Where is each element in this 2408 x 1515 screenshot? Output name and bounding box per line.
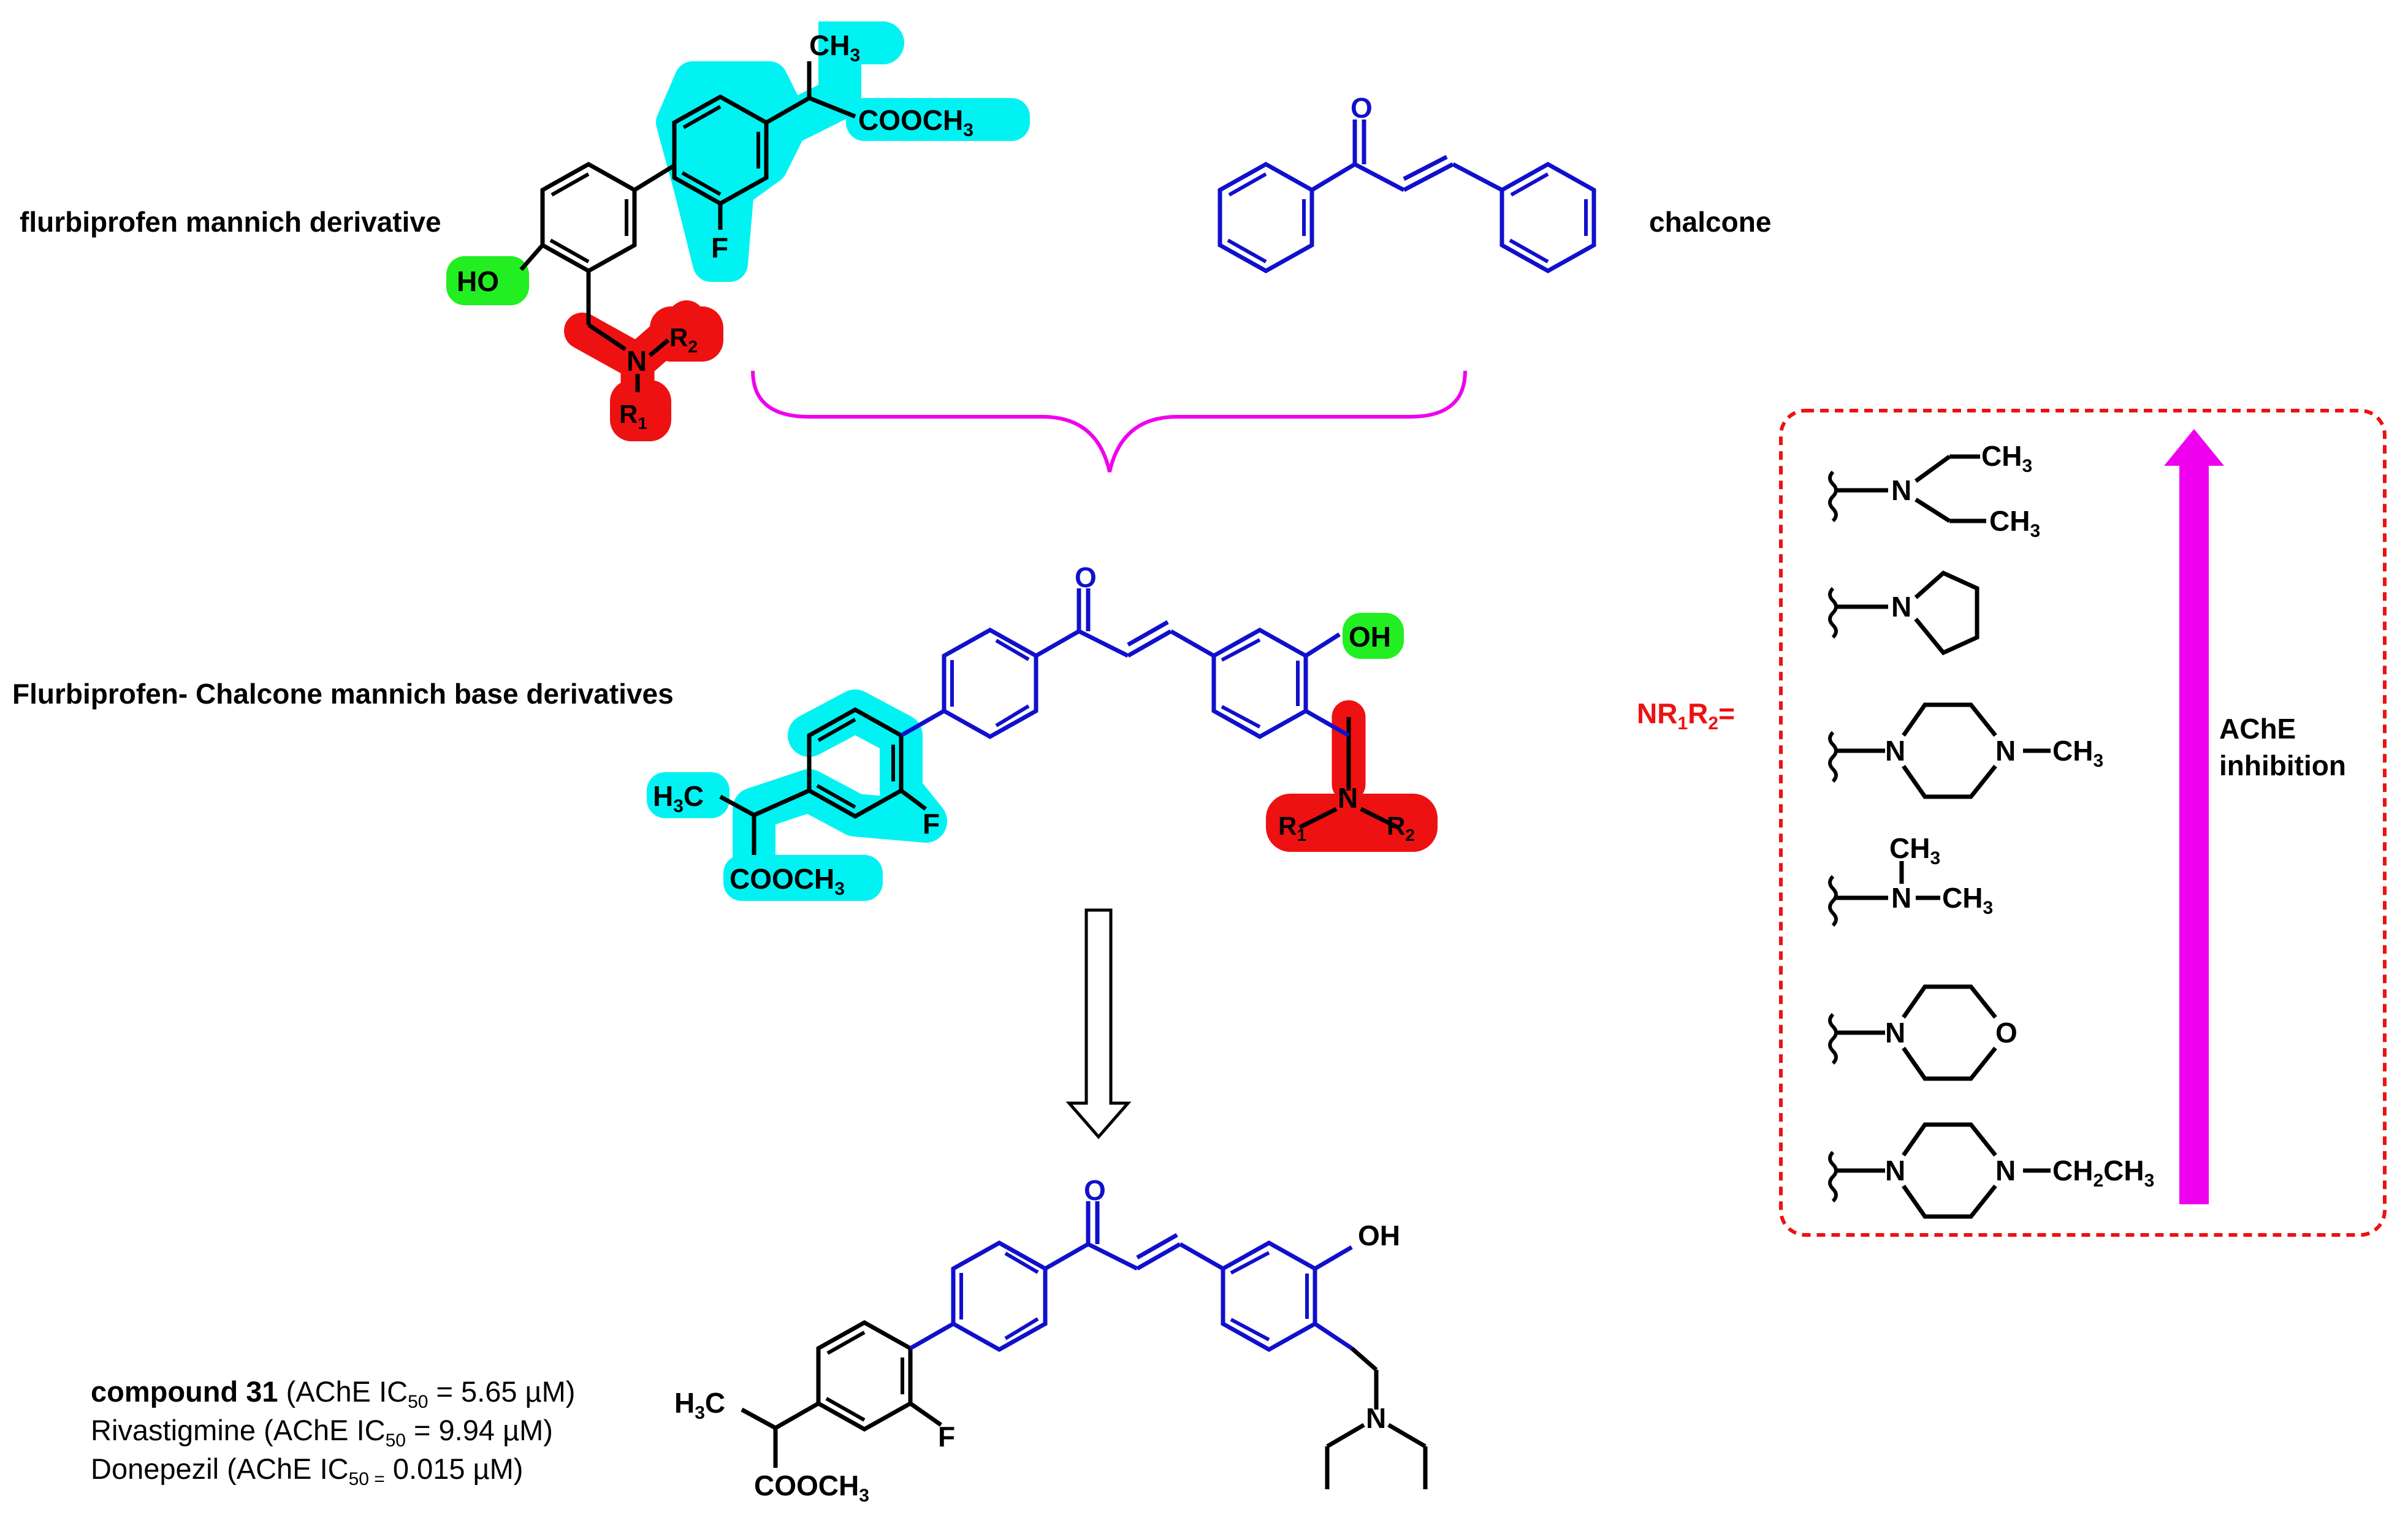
nr1r2-label: NR1R2= (1637, 697, 1735, 734)
c31-nitrogen-label: N (1366, 1402, 1386, 1434)
ache-label: AChE (2219, 713, 2296, 745)
ic50-list: compound 31 (AChE IC50 = 5.65 µM) Rivast… (91, 1375, 575, 1489)
ch3-label: CH3 (2052, 735, 2103, 771)
wavy-bond-icon (1828, 587, 1838, 639)
hybrid-cooch3-label: COOCH3 (730, 863, 845, 899)
ch3-label: CH3 (1889, 832, 1940, 868)
hybrid-oh-label: OH (1349, 621, 1391, 653)
chalcone-label: chalcone (1649, 206, 1771, 238)
c31-oxygen-label: O (1084, 1174, 1106, 1206)
substituent-morpholine: N O (1828, 984, 2017, 1081)
ic50-line-rivastigmine: Rivastigmine (AChE IC50 = 9.94 µM) (91, 1414, 553, 1451)
inhibition-label: inhibition (2219, 750, 2346, 781)
ch2ch3-label: CH2CH3 (2052, 1155, 2154, 1191)
flurbiprofen-mannich-structure: CH3 COOCH3 F HO N R2 R1 (446, 21, 1030, 441)
hybrid-oxygen-label: O (1075, 561, 1097, 593)
n-label: N (1891, 474, 1911, 506)
substituent-pyrrolidine: N (1828, 570, 1979, 656)
combining-brace (751, 370, 1467, 473)
c31-fluorine-label: F (938, 1421, 955, 1452)
hybrid-r2-label: R2 (1387, 811, 1415, 845)
ch3-label: CH3 (1981, 440, 2032, 476)
chalcone-oxygen-label: O (1351, 92, 1373, 124)
ch3-label: CH3 (1942, 882, 1993, 918)
c31-cooch3-label: COOCH3 (754, 1470, 869, 1506)
wavy-bond-icon (1828, 1150, 1838, 1203)
substituent-ethylpiperazine: N N CH2CH3 (1828, 1122, 2154, 1219)
o-label: O (1995, 1017, 2017, 1049)
n-label: N (1995, 735, 2016, 767)
ch3-label: CH3 (809, 29, 860, 66)
r2-label: R2 (669, 323, 698, 356)
substituent-dimethylamino: N CH3 CH3 (1828, 832, 1993, 927)
hybrid-fluorine-label: F (923, 808, 940, 840)
ic50-line-compound-31: compound 31 (AChE IC50 = 5.65 µM) (91, 1375, 575, 1412)
hybrid-r1-label: R1 (1278, 811, 1306, 845)
cooch3-label: COOCH3 (858, 104, 973, 140)
wavy-bond-icon (1828, 1012, 1838, 1065)
compound-31-structure: O OH F H3C COOCH3 N (674, 1174, 1428, 1506)
down-arrow-icon (1065, 908, 1132, 1139)
substituent-methylpiperazine: N N CH3 (1828, 702, 2103, 799)
wavy-bond-icon (1828, 470, 1838, 523)
n-label: N (1885, 1155, 1905, 1187)
chalcone-structure (1217, 120, 1596, 274)
ic50-line-donepezil: Donepezil (AChE IC50 = 0.015 µM) (91, 1452, 523, 1489)
hybrid-nitrogen-label: N (1338, 782, 1358, 814)
n-label: N (1885, 1017, 1905, 1049)
ch3-label: CH3 (1989, 505, 2040, 541)
n-label: N (1995, 1155, 2016, 1187)
nitrogen-label: N (627, 345, 647, 377)
r1-label: R1 (619, 400, 647, 433)
hybrid-h3c-label: H3C (653, 780, 704, 816)
fluorine-label: F (711, 232, 728, 264)
wavy-bond-icon (1828, 731, 1838, 783)
ache-inhibition-arrow (2164, 429, 2224, 1204)
substituent-diethylamino: N CH3 CH3 (1828, 440, 2040, 541)
hybrid-structure: O OH F H3C COOCH3 N R1 R2 (647, 561, 1438, 901)
hydroxyl-label: HO (457, 265, 499, 297)
hybrid-label: Flurbiprofen- Chalcone mannich base deri… (12, 678, 674, 710)
n-label: N (1885, 735, 1905, 767)
substituent-panel (1779, 409, 2387, 1237)
c31-oh-label: OH (1358, 1220, 1400, 1251)
c31-h3c-label: H3C (674, 1387, 725, 1423)
wavy-bond-icon (1828, 875, 1838, 927)
flurbiprofen-label: flurbiprofen mannich derivative (20, 206, 441, 238)
n-label: N (1891, 591, 1911, 623)
n-label: N (1891, 882, 1911, 914)
